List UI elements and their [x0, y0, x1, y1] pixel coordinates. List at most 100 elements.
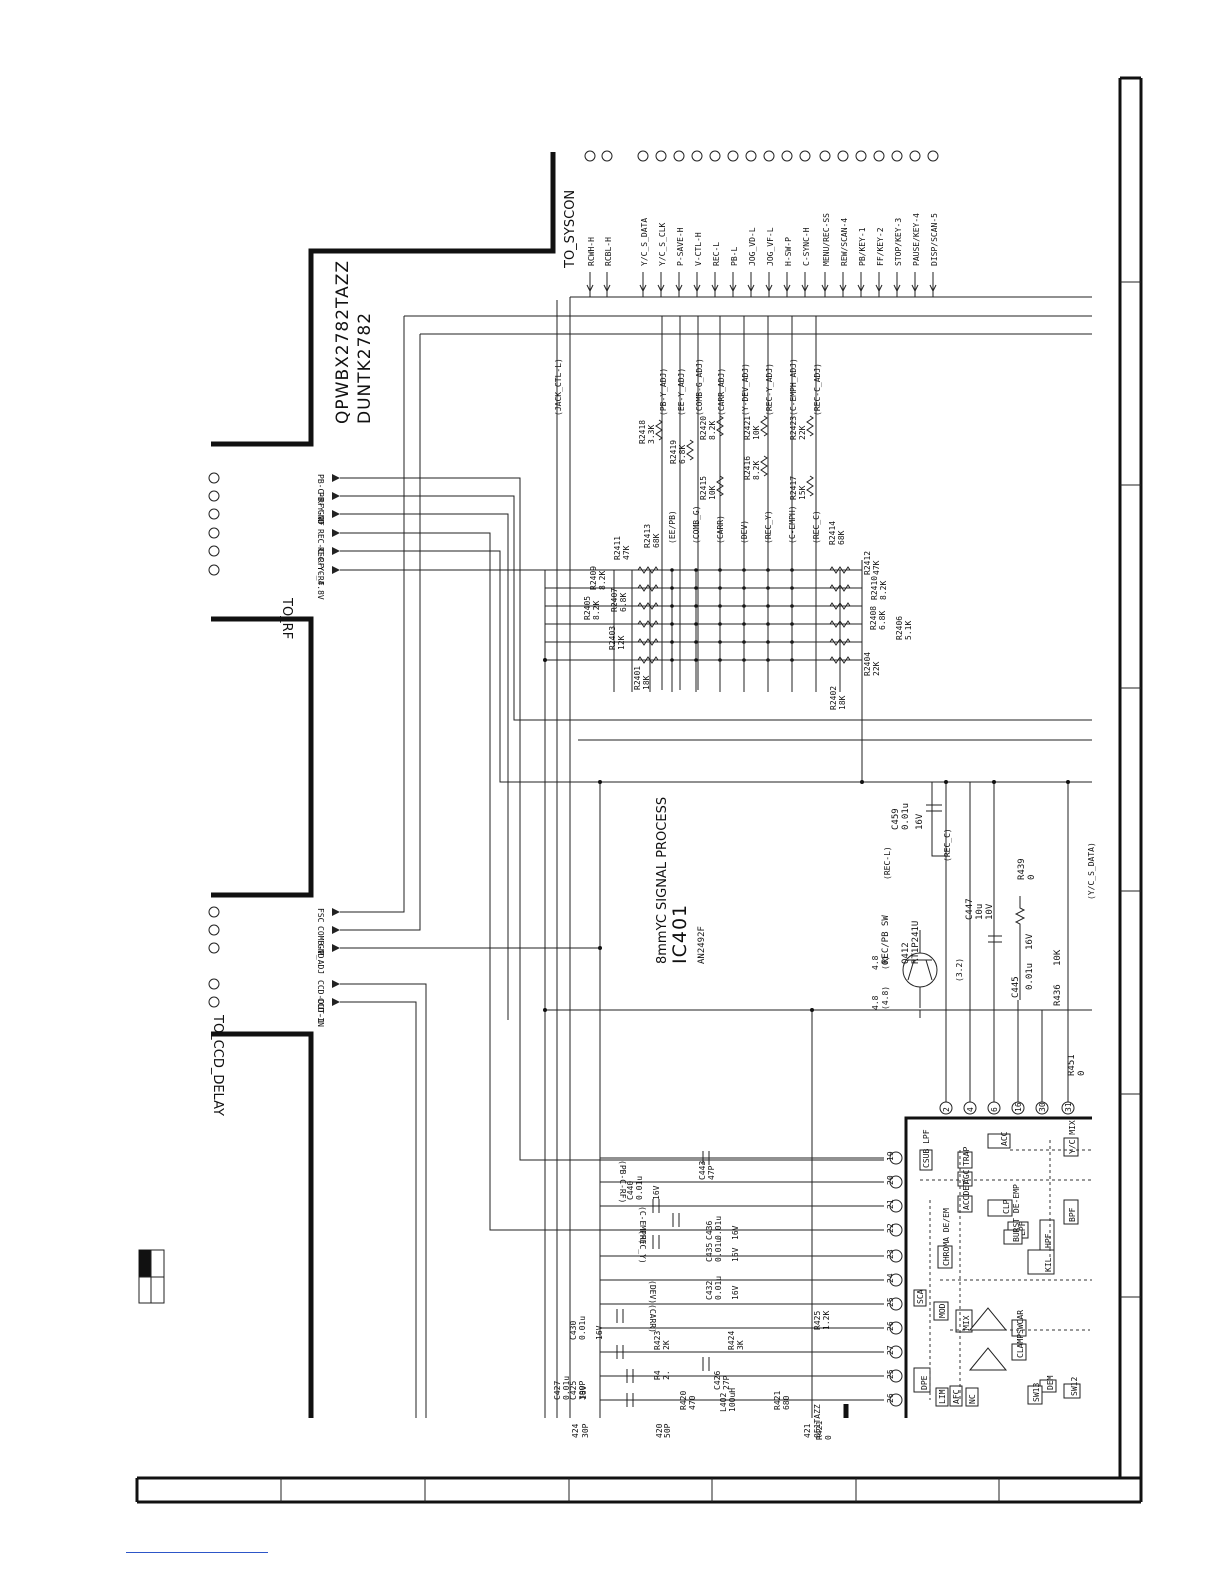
bottom-part-ref: R4: [653, 1370, 662, 1380]
rf-connector-title: TO_RF: [279, 597, 294, 639]
c445-value: 0.01u: [1025, 963, 1035, 990]
ic-block: [987, 1199, 1013, 1217]
top-resistor-ref: R2418: [638, 420, 647, 444]
top-resistor-ref: R2416: [743, 456, 752, 480]
connector-signal-label: CCD-OUT-1: [316, 980, 325, 1024]
bottom-cut-label: 421: [803, 1423, 812, 1438]
ic-pin: [1035, 1101, 1049, 1115]
r436-label: R436: [1053, 984, 1063, 1006]
c447-capacitor: [988, 935, 1002, 943]
bottom-part-ref: L402: [719, 1393, 728, 1412]
q412-v-top: 4.8: [871, 955, 880, 970]
ic-pin-number: 24: [886, 1273, 895, 1283]
ladder-right-ref: R2404: [863, 652, 872, 676]
syscon-signal-label: H-SW-P: [784, 237, 793, 266]
ic-block-label: Y/C MIX: [1068, 1120, 1077, 1154]
syscon-pin: [709, 150, 721, 162]
bottom-part-value: 680: [782, 1395, 791, 1410]
top-resistor-value: 8.2K: [752, 461, 761, 480]
svg-text:AN2492F: AN2492F: [697, 926, 707, 964]
ic-block: [1063, 1137, 1079, 1157]
ic-block-label: DEM: [1046, 1375, 1055, 1390]
bottom-cap-ref: C432: [705, 1281, 714, 1300]
ladder-left-ref: R2405: [583, 596, 592, 620]
ic-pin: [889, 1393, 903, 1407]
ladder-left-value: 68K: [652, 533, 661, 548]
ladder-right-ref: R2402: [829, 686, 838, 710]
footer-link-line[interactable]: [126, 1552, 268, 1553]
c447-voltage: 10V: [985, 903, 995, 920]
ladder-left-value: 18K: [642, 675, 651, 690]
syscon-signal-label: JOG_VF-L: [766, 227, 775, 266]
ladder-net-label: (EE/PB): [668, 510, 677, 544]
syscon-pin: [799, 150, 811, 162]
adjust-net-label: (REC-C_ADJ): [813, 363, 822, 416]
bottom-part-ref: R421: [773, 1391, 782, 1410]
ic-pin: [889, 1321, 903, 1335]
ladder-right-value: 18K: [838, 695, 847, 710]
ic-pin: [889, 1369, 903, 1383]
bottom-cap-ref: C443: [698, 1161, 707, 1180]
svg-text:8mmYC SIGNAL PROCESS: 8mmYC SIGNAL PROCESS: [655, 797, 670, 964]
r436-value: 10K: [1053, 949, 1063, 966]
syscon-pin: [673, 150, 685, 162]
bottom-net-label: (C-EMPH): [638, 1206, 647, 1245]
ic-block: [1003, 1229, 1023, 1245]
ic-pin-number: 31: [1064, 1102, 1073, 1112]
ladder-net-label: (COMB_G): [692, 505, 701, 544]
syscon-signal-label: REW/SCAN-4: [840, 218, 849, 266]
ic-pin-number: 2: [942, 1107, 951, 1112]
syscon-signal-label: V-CTL-H: [694, 232, 703, 266]
ladder-left-value: 6.8K: [619, 593, 628, 612]
ic-block: [965, 1387, 979, 1407]
ic401-ref: IC401: [669, 904, 691, 964]
connector-pin: [208, 527, 220, 539]
net-label-rec-c-top: (REC_C): [943, 828, 952, 862]
ic-pin-number: 27: [886, 1345, 895, 1355]
ic-block-label: LIM: [938, 1389, 947, 1404]
syscon-pin: [819, 150, 831, 162]
adjust-net-label: (CARR_ADJ): [717, 368, 726, 416]
syscon-connector-title: TO_SYSCON: [563, 190, 578, 269]
ladder-left-ref: R2407: [610, 588, 619, 612]
ic-block: [933, 1301, 949, 1321]
bottom-cap-ref: C430: [569, 1321, 578, 1340]
connector-signal-label: PB-C-RF: [316, 474, 325, 508]
ladder-right-value: 47K: [872, 560, 881, 575]
adjust-network: (JACK_CTL-L)(PB-Y_ADJ)(EE-Y_ADJ)(COMB-G_…: [404, 315, 1092, 690]
ic-pin: [889, 1199, 903, 1213]
connector-pin: [208, 508, 220, 520]
top-resistor: [806, 475, 814, 497]
adjust-net-label: (Y-DEV_ADJ): [741, 363, 750, 416]
top-resistor-ref: R2417: [789, 476, 798, 500]
net-label-rec-l: (REC-L): [883, 846, 892, 880]
ic-block-label: AFC: [952, 1389, 961, 1404]
top-resistor-value: 15K: [798, 485, 807, 500]
r451-ref: R451: [1067, 1054, 1077, 1076]
ladder-left-ref: R2403: [608, 626, 617, 650]
ladder-left-value: 8.2K: [598, 571, 607, 590]
ladder-right-value: 6.8K: [878, 611, 887, 630]
top-resistor: [716, 415, 724, 437]
svg-text:QPWBX2782TAZZ: QPWBX2782TAZZ: [333, 260, 353, 424]
adjust-net-label: (REC-Y_ADJ): [765, 363, 774, 416]
top-resistor-value: 8.2K: [708, 421, 717, 440]
top-resistor-ref: R2419: [669, 440, 678, 464]
connector-pin: [208, 924, 220, 936]
connector-pin: [208, 545, 220, 557]
syscon-pin: [927, 150, 939, 162]
bottom-cut-label: 051TAZZ: [813, 1404, 822, 1438]
ladder-left-ref: R2409: [589, 566, 598, 590]
top-resistor: [655, 419, 663, 441]
adjust-net-label: (COMB-G_ADJ): [695, 358, 704, 416]
ladder-left-ref: R2413: [643, 524, 652, 548]
syscon-signal-label: PAUSE/KEY-4: [912, 213, 921, 266]
bottom-part-ref: R423: [653, 1331, 662, 1350]
r439-resistor: [1014, 896, 1026, 1000]
board-boundary: [211, 152, 556, 1418]
ic-block: [957, 1151, 973, 1169]
